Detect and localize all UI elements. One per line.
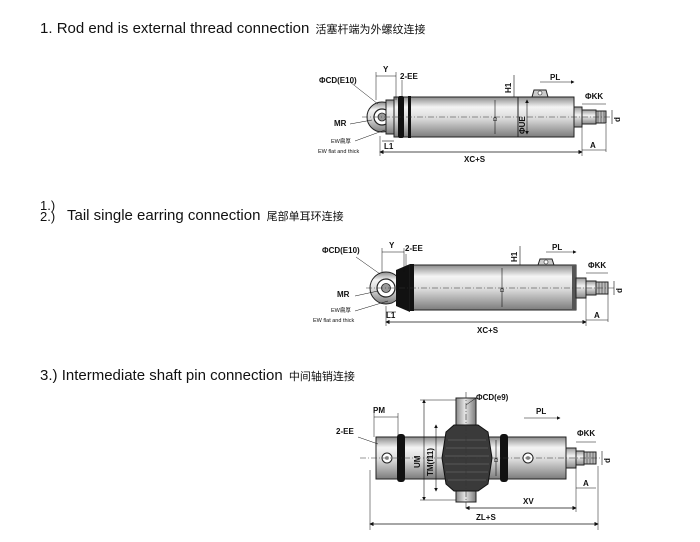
fig3-label-d: d bbox=[603, 458, 612, 463]
fig1-label-d: d bbox=[613, 117, 622, 122]
fig2-label-d-small: D bbox=[500, 288, 506, 292]
section-1-title: Rod end is external thread connection bbox=[56, 20, 310, 37]
section-2-numbers: 1.) 2.) bbox=[40, 198, 56, 224]
fig3-label-zls: ZL+S bbox=[476, 513, 496, 522]
fig2-label-a: A bbox=[594, 311, 600, 320]
fig1-label-xcs: XC+S bbox=[464, 155, 486, 164]
fig2-label-l: L1 bbox=[386, 311, 396, 320]
section-2-number-2: 2.) bbox=[40, 209, 56, 224]
fig3-label-tm: TM(f11) bbox=[426, 448, 435, 476]
fig2-front-head bbox=[572, 265, 576, 310]
fig1-label-ew-sub: EW flat and thick bbox=[318, 149, 360, 155]
fig1-label-l: L1 bbox=[384, 142, 394, 151]
section-2-number-1: 1.) bbox=[40, 198, 56, 213]
section-3-title: Intermediate shaft pin connection bbox=[61, 367, 283, 384]
section-3-heading: 3.) Intermediate shaft pin connection 中间… bbox=[40, 367, 355, 384]
figure-1-rod-end-thread: ΦCD(E10) Y 2-EE H1 PL ΦKK MR ΦUE D d EW扁… bbox=[318, 65, 622, 164]
fig2-label-pl: PL bbox=[552, 243, 562, 252]
fig1-label-kk: ΦKK bbox=[585, 92, 603, 101]
fig2-label-d: d bbox=[615, 288, 624, 293]
fig1-label-pl: PL bbox=[550, 73, 560, 82]
fig1-label-d-small: D bbox=[493, 117, 499, 121]
fig2-label-ew: EW扁厚 bbox=[331, 306, 351, 314]
section-3-chinese-title: 中间轴销连接 bbox=[288, 371, 355, 383]
fig2-label-kk: ΦKK bbox=[588, 261, 606, 270]
section-1-chinese-title: 活塞杆端为外螺纹连接 bbox=[315, 24, 426, 36]
fig3-label-um: UM bbox=[413, 455, 422, 468]
figure-2-tail-earring: ΦCD(E10) Y 2-EE H1 PL ΦKK MR D d EW扁厚 EW… bbox=[313, 241, 624, 335]
fig2-label-mr: MR bbox=[337, 290, 350, 299]
fig2-cylinder-barrel bbox=[409, 264, 577, 311]
fig3-label-cd: ΦCD(e9) bbox=[476, 393, 509, 402]
fig3-label-ee: 2-EE bbox=[336, 427, 354, 436]
fig1-label-y: Y bbox=[383, 65, 389, 74]
section-2-title-line: Tail single earring connection 尾部单耳环连接 bbox=[67, 207, 344, 224]
section-2-chinese-title: 尾部单耳环连接 bbox=[266, 211, 344, 223]
fig2-label-h1: H1 bbox=[510, 251, 519, 262]
fig3-label-pl: PL bbox=[536, 407, 546, 416]
fig3-label-d-small: D bbox=[494, 458, 500, 462]
fig3-label-pm: PM bbox=[373, 406, 385, 415]
fig2-label-ee: 2-EE bbox=[405, 244, 423, 253]
fig3-label-xv: XV bbox=[523, 497, 534, 506]
fig1-label-a: A bbox=[590, 141, 596, 150]
section-2-title: Tail single earring connection bbox=[67, 207, 261, 224]
fig1-label-cd: ΦCD(E10) bbox=[319, 76, 357, 85]
section-1-heading: 1. Rod end is external thread connection… bbox=[40, 20, 426, 37]
fig1-label-ew: EW扁厚 bbox=[331, 137, 351, 145]
fig1-label-ee: 2-EE bbox=[400, 72, 418, 81]
fig2-label-cd: ΦCD(E10) bbox=[322, 246, 360, 255]
fig2-label-xcs: XC+S bbox=[477, 326, 499, 335]
section-1-number: 1. bbox=[40, 20, 53, 37]
fig2-label-ew-sub: EW flat and thick bbox=[313, 318, 355, 324]
figure-3-intermediate-trunnion: PM ΦCD(e9) PL 2-EE ΦKK UM TM(f11) D d A … bbox=[336, 392, 612, 530]
fig1-label-h1: H1 bbox=[504, 82, 513, 93]
fig1-label-ue: ΦUE bbox=[518, 116, 527, 134]
fig2-label-y: Y bbox=[389, 241, 395, 250]
fig2-seal-ring bbox=[410, 264, 414, 311]
fig3-label-kk: ΦKK bbox=[577, 429, 595, 438]
fig1-label-mr: MR bbox=[334, 119, 347, 128]
fig3-label-a: A bbox=[583, 479, 589, 488]
section-3-number: 3.) bbox=[40, 367, 58, 384]
